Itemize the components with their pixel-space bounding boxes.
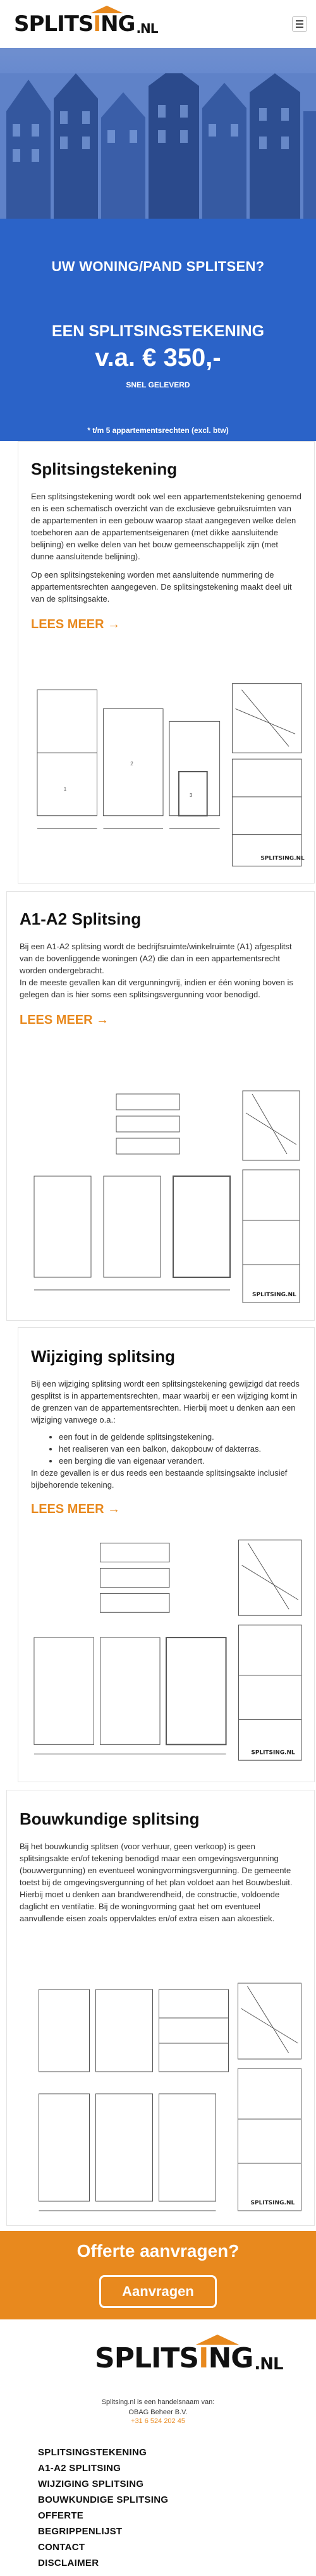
footer-company-info: Splitsing.nl is een handelsnaam van: OBA… [0,2397,316,2417]
hero-banner: UW WONING/PAND SPLITSEN? EEN SPLITSINGST… [0,48,316,441]
section-title: Bouwkundige splitsing [20,1809,200,1828]
section-title: A1-A2 Splitsing [20,909,142,928]
quote-cta-banner: Offerte aanvragen? Aanvragen [0,2231,316,2319]
read-more-link[interactable]: LEES MEER → [31,1502,121,1516]
logo-tld: .NL [136,21,158,36]
floorplan-image: SPLITSING.NL [39,1983,301,2211]
footer-nav-begrippenlijst[interactable]: BEGRIPPENLIJST [38,2526,123,2537]
list-item: een fout in de geldende splitsingstekeni… [59,1431,314,1443]
logo-roof-letter: I [90,6,123,37]
hamburger-icon[interactable] [292,16,307,32]
footer-nav-bouwkundig[interactable]: BOUWKUNDIGE SPLITSING [38,2494,169,2505]
canal-houses-image [0,73,316,219]
hero-subtitle: EEN SPLITSINGSTEKENING [51,322,265,340]
hero-overlay [0,219,316,441]
section-paragraph: Een splitsingstekening wordt ook wel een… [31,492,301,561]
logo-tld: .NL [254,2355,283,2374]
svg-text:3: 3 [190,793,193,798]
section-paragraph: In deze gevallen is er dus reeds een bes… [31,1468,288,1490]
logo-text-main: SPLITS [95,2342,199,2374]
floorplan-image: SPLITSING.NL [33,1540,302,1761]
footer-nav-wijziging[interactable]: WIJZIGING SPLITSING [38,2479,144,2489]
footer-nav-offerte[interactable]: OFFERTE [38,2510,84,2521]
floorplan-drawing: 1 2 3 SPLITSING.NL [25,671,308,879]
read-more-link[interactable]: LEES MEER → [20,1013,109,1027]
section-paragraph: In de meeste gevallen kan dit vergunning… [20,978,293,999]
section-splitsingstekening: Splitsingstekening Een splitsingstekenin… [18,441,315,884]
svg-text:SPLITSING.NL: SPLITSING.NL [251,2200,295,2206]
footer-line: Splitsing.nl is een handelsnaam van: [101,2398,215,2406]
footer-nav-splitsingstekening[interactable]: SPLITSINGSTEKENING [38,2447,147,2458]
section-title: Splitsingstekening [31,459,178,478]
list-item: een berging die van eigenaar verandert. [59,1455,314,1467]
footer-nav-a1-a2[interactable]: A1-A2 SPLITSING [38,2463,121,2474]
section-wijziging: Wijziging splitsing Bij een wijziging sp… [18,1327,315,1782]
section-paragraph: Bij het bouwkundig splitsen (voor verhuu… [20,1842,293,1923]
section-paragraph: Bij een A1-A2 splitsing wordt de bedrijf… [20,942,292,975]
hero-price: v.a. € 350,- [95,344,221,372]
logo-text-end: NG [208,2342,253,2374]
section-title: Wijziging splitsing [31,1347,175,1366]
section-paragraph: Bij een wijziging splitsing wordt een sp… [31,1379,300,1425]
logo-text-end: NG [100,11,135,37]
hero-title: UW WONING/PAND SPLITSEN? [51,258,265,274]
footer-nav-disclaimer[interactable]: DISCLAIMER [38,2558,99,2568]
floorplan-drawing: SPLITSING.NL [25,1530,308,1773]
svg-text:SPLITSING.NL: SPLITSING.NL [251,1749,295,1756]
floorplan-drawing: SPLITSING.NL [13,1081,308,1315]
request-quote-button[interactable]: Aanvragen [99,2275,217,2308]
reasons-list: een fout in de geldende splitsingstekeni… [18,1431,314,1467]
svg-text:2: 2 [130,761,133,767]
logo-roof-letter: I [195,2335,240,2374]
read-more-link[interactable]: LEES MEER → [31,617,121,631]
footer-line: OBAG Beheer B.V. [128,2409,188,2416]
section-paragraph: Op een splitsingstekening worden met aan… [31,570,292,604]
footer-nav-contact[interactable]: CONTACT [38,2542,85,2553]
cta-title: Offerte aanvragen? [76,2241,240,2261]
footer-nav: SPLITSINGSTEKENING A1-A2 SPLITSING WIJZI… [38,2447,168,2573]
logo-text-main: SPLITS [14,11,94,37]
section-bouwkundig: Bouwkundige splitsing Bij het bouwkundig… [6,1790,315,2226]
hero-photo [0,48,316,219]
footer-phone-link[interactable]: +31 6 524 202 45 [131,2417,185,2425]
floorplan-image: 1 2 3 SPLITSING.NL [37,683,305,866]
svg-text:SPLITSING.NL: SPLITSING.NL [260,855,305,861]
floorplan-drawing: SPLITSING.NL [13,1974,308,2220]
floorplan-image: SPLITSING.NL [33,1090,300,1303]
hero-fast-delivery: SNEL GELEVERD [126,380,190,389]
svg-text:1: 1 [64,786,67,792]
list-item: het realiseren van een balkon, dakopbouw… [59,1443,314,1455]
svg-text:SPLITSING.NL: SPLITSING.NL [252,1292,296,1298]
section-a1-a2: A1-A2 Splitsing Bij een A1-A2 splitsing … [6,891,315,1321]
hero-note: * t/m 5 appartementsrechten (excl. btw) [87,426,229,435]
